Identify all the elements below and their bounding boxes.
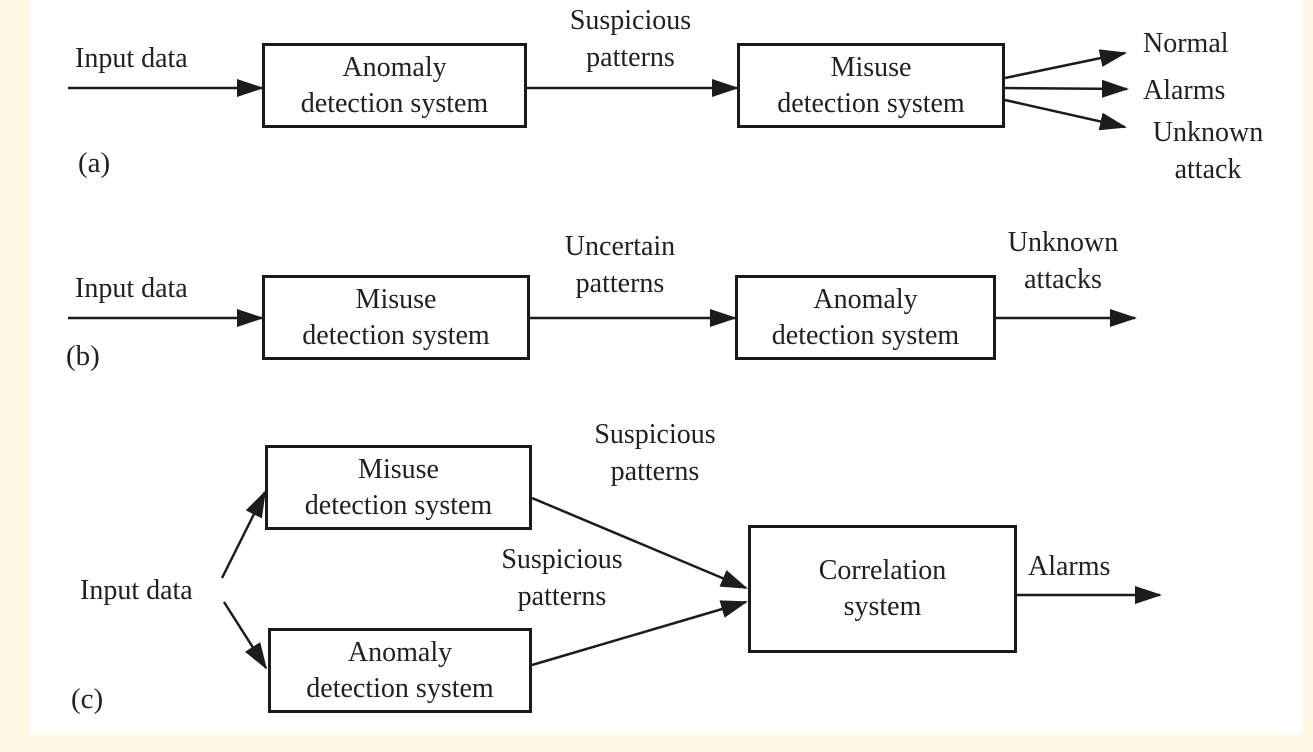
- page-margin-left: [0, 0, 30, 752]
- c-input-label: Input data: [80, 575, 193, 606]
- page-margin-right: [1303, 0, 1313, 752]
- c-anomaly-to-correlation-arrow: [531, 600, 748, 667]
- c-correlation-system-box: Correlation system: [748, 525, 1017, 653]
- b-misuse-detection-box: Misuse detection system: [262, 275, 530, 360]
- a-fan-unknown-arrow: [1004, 98, 1127, 131]
- c-output-label: Alarms: [1028, 551, 1111, 582]
- a-fan-normal-arrow: [1004, 49, 1127, 80]
- a-output-normal-label: Normal: [1143, 28, 1229, 59]
- a-input-label: Input data: [75, 43, 188, 74]
- c-edge-label-top: Suspicious patterns: [594, 419, 716, 487]
- a-output-alarms-label: Alarms: [1143, 75, 1226, 106]
- b-caption: (b): [66, 340, 100, 372]
- c-edge-label-middle: Suspicious patterns: [501, 544, 623, 612]
- c-fork-up-arrow: [220, 490, 267, 579]
- a-misuse-detection-box: Misuse detection system: [737, 43, 1005, 128]
- c-caption: (c): [71, 683, 104, 715]
- a-caption: (a): [78, 147, 111, 179]
- a-edge-label: Suspicious patterns: [569, 5, 692, 73]
- c-fork-down-arrow: [222, 601, 268, 670]
- c-anomaly-detection-box: Anomaly detection system: [268, 628, 532, 713]
- b-output-label: Unknown attacks: [1007, 227, 1119, 295]
- b-anomaly-detection-box: Anomaly detection system: [735, 275, 996, 360]
- a-output-unknown-attack-label: Unknown attack: [1152, 117, 1264, 185]
- page-margin-bottom: [0, 735, 1313, 752]
- a-anomaly-detection-box: Anomaly detection system: [262, 43, 527, 128]
- c-misuse-to-correlation-arrow: [531, 496, 748, 590]
- a-fan-alarms-arrow: [1004, 79, 1129, 98]
- b-edge-label: Uncertain patterns: [564, 231, 676, 299]
- c-misuse-detection-box: Misuse detection system: [265, 445, 532, 530]
- b-input-label: Input data: [75, 273, 188, 304]
